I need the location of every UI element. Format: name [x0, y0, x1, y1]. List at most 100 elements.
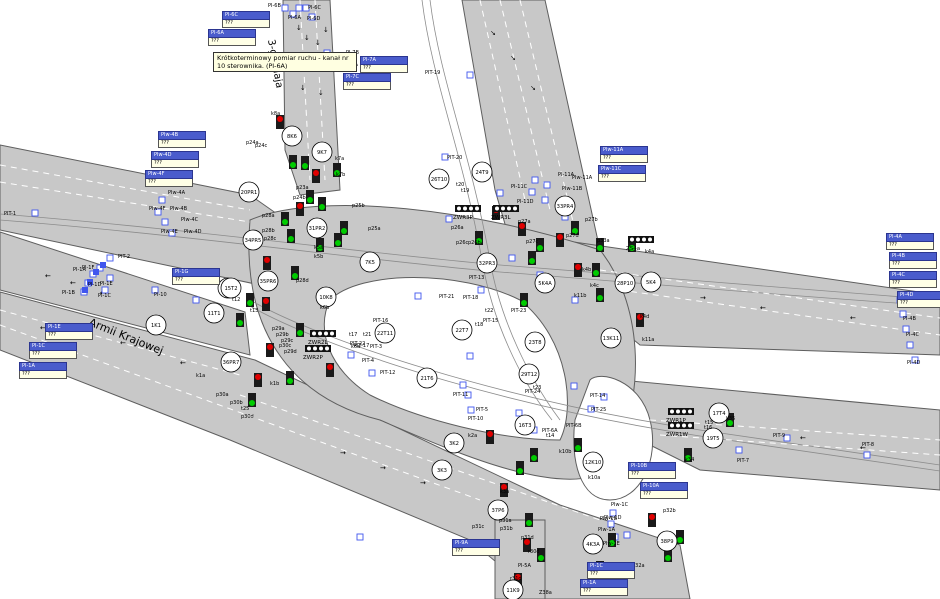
detector-tag[interactable]: PI-7C???: [343, 73, 391, 90]
detector-tag[interactable]: PIw-11A???: [600, 146, 648, 163]
detector-marker[interactable]: [154, 208, 162, 216]
signal-group-circle[interactable]: 19T5: [702, 427, 724, 449]
signal-group-circle[interactable]: 12K10: [582, 451, 604, 473]
signal-group-circle[interactable]: 24T9: [471, 161, 493, 183]
detector-marker[interactable]: [356, 533, 364, 541]
signal-head[interactable]: [312, 169, 320, 183]
signal-group-circle[interactable]: 9K7: [311, 141, 333, 163]
signal-group-circle[interactable]: 33PR4: [554, 195, 576, 217]
signal-head[interactable]: [525, 513, 533, 527]
detector-tag[interactable]: PI-4A???: [886, 233, 934, 250]
detector-marker[interactable]: [587, 405, 595, 413]
detector-marker[interactable]: [158, 196, 166, 204]
detector-marker[interactable]: [466, 352, 474, 360]
signal-head[interactable]: [500, 483, 508, 497]
signal-group-circle[interactable]: 7K5: [359, 251, 381, 273]
detector-tag[interactable]: PI-4C???: [889, 271, 937, 288]
detector-marker[interactable]: [368, 369, 376, 377]
signal-head[interactable]: [571, 221, 579, 235]
detector-marker[interactable]: [289, 10, 297, 18]
signal-group-circle[interactable]: 36PR7: [220, 351, 242, 373]
zone-bar[interactable]: ZWR1P: [666, 408, 694, 424]
signal-group-circle[interactable]: 26T10: [428, 168, 450, 190]
detector-marker[interactable]: [528, 188, 536, 196]
detector-marker[interactable]: [863, 451, 871, 459]
detector-marker-filled[interactable]: [82, 287, 88, 293]
signal-head[interactable]: [528, 251, 536, 265]
signal-group-circle[interactable]: 11K9: [502, 579, 524, 599]
detector-tag[interactable]: PI-4B???: [889, 252, 937, 269]
signal-head[interactable]: [287, 229, 295, 243]
signal-group-circle[interactable]: 31PR2: [306, 217, 328, 239]
signal-head[interactable]: [676, 530, 684, 544]
signal-group-circle[interactable]: 5K4A: [534, 272, 556, 294]
detector-marker[interactable]: [295, 4, 303, 12]
signal-head[interactable]: [486, 430, 494, 444]
detector-marker[interactable]: [151, 286, 159, 294]
signal-head[interactable]: [574, 263, 582, 277]
detector-tag[interactable]: PI-1A???: [580, 579, 628, 596]
signal-group-circle[interactable]: 38P9: [656, 530, 678, 552]
detector-marker[interactable]: [414, 292, 422, 300]
detector-marker[interactable]: [302, 4, 310, 12]
signal-group-circle[interactable]: 34PR5: [242, 229, 264, 251]
detector-tag[interactable]: PI-1A???: [19, 362, 67, 379]
signal-head[interactable]: [301, 156, 309, 170]
detector-marker[interactable]: [515, 409, 523, 417]
signal-head[interactable]: [289, 155, 297, 169]
detector-marker[interactable]: [467, 406, 475, 414]
signal-head[interactable]: [306, 190, 314, 204]
signal-head[interactable]: [648, 513, 656, 527]
detector-marker[interactable]: [570, 382, 578, 390]
detector-marker[interactable]: [531, 176, 539, 184]
signal-head[interactable]: [286, 371, 294, 385]
signal-group-circle[interactable]: 29T12: [518, 363, 540, 385]
signal-head[interactable]: [340, 221, 348, 235]
detector-marker[interactable]: [101, 286, 109, 294]
signal-head[interactable]: [518, 222, 526, 236]
signal-group-circle[interactable]: 23T8: [524, 331, 546, 353]
detector-marker[interactable]: [168, 229, 176, 237]
signal-head[interactable]: [266, 343, 274, 357]
signal-group-circle[interactable]: 5K4: [640, 271, 662, 293]
detector-tag[interactable]: PIw-4F???: [145, 170, 193, 187]
signal-head[interactable]: [276, 115, 284, 129]
signal-group-circle[interactable]: 11T1: [203, 302, 225, 324]
detector-marker[interactable]: [477, 286, 485, 294]
detector-marker[interactable]: [571, 296, 579, 304]
detector-marker[interactable]: [508, 254, 516, 262]
signal-head[interactable]: [536, 238, 544, 252]
signal-group-circle[interactable]: 28P10: [614, 272, 636, 294]
detector-marker[interactable]: [899, 310, 907, 318]
signal-head[interactable]: [537, 548, 545, 562]
detector-marker[interactable]: [281, 4, 289, 12]
detector-marker[interactable]: [161, 218, 169, 226]
detector-marker[interactable]: [347, 351, 355, 359]
detector-tag[interactable]: PI-9A???: [452, 539, 500, 556]
detector-tag[interactable]: PI-6C???: [222, 11, 270, 28]
signal-head[interactable]: [254, 373, 262, 387]
signal-head[interactable]: [514, 573, 522, 587]
detector-marker[interactable]: [441, 153, 449, 161]
signal-group-circle[interactable]: 13K11: [600, 327, 622, 349]
detector-marker[interactable]: [911, 356, 919, 364]
detector-tag[interactable]: PI-1G???: [172, 268, 220, 285]
detector-marker-filled[interactable]: [93, 269, 99, 275]
signal-group-circle[interactable]: 32PR3: [476, 252, 498, 274]
signal-group-circle[interactable]: 20PR1: [238, 181, 260, 203]
signal-head[interactable]: [475, 231, 483, 245]
signal-head[interactable]: [316, 238, 324, 252]
detector-marker[interactable]: [541, 196, 549, 204]
detector-marker[interactable]: [607, 520, 615, 528]
detector-marker[interactable]: [783, 434, 791, 442]
signal-head[interactable]: [726, 413, 734, 427]
zone-bar[interactable]: ZWR2P: [303, 345, 331, 361]
signal-head[interactable]: [296, 323, 304, 337]
signal-head[interactable]: [596, 238, 604, 252]
detector-marker-filled[interactable]: [100, 262, 106, 268]
detector-marker[interactable]: [445, 215, 453, 223]
signal-head[interactable]: [291, 266, 299, 280]
signal-group-circle[interactable]: 3K2: [443, 432, 465, 454]
detector-marker[interactable]: [192, 296, 200, 304]
signal-head[interactable]: [684, 448, 692, 462]
